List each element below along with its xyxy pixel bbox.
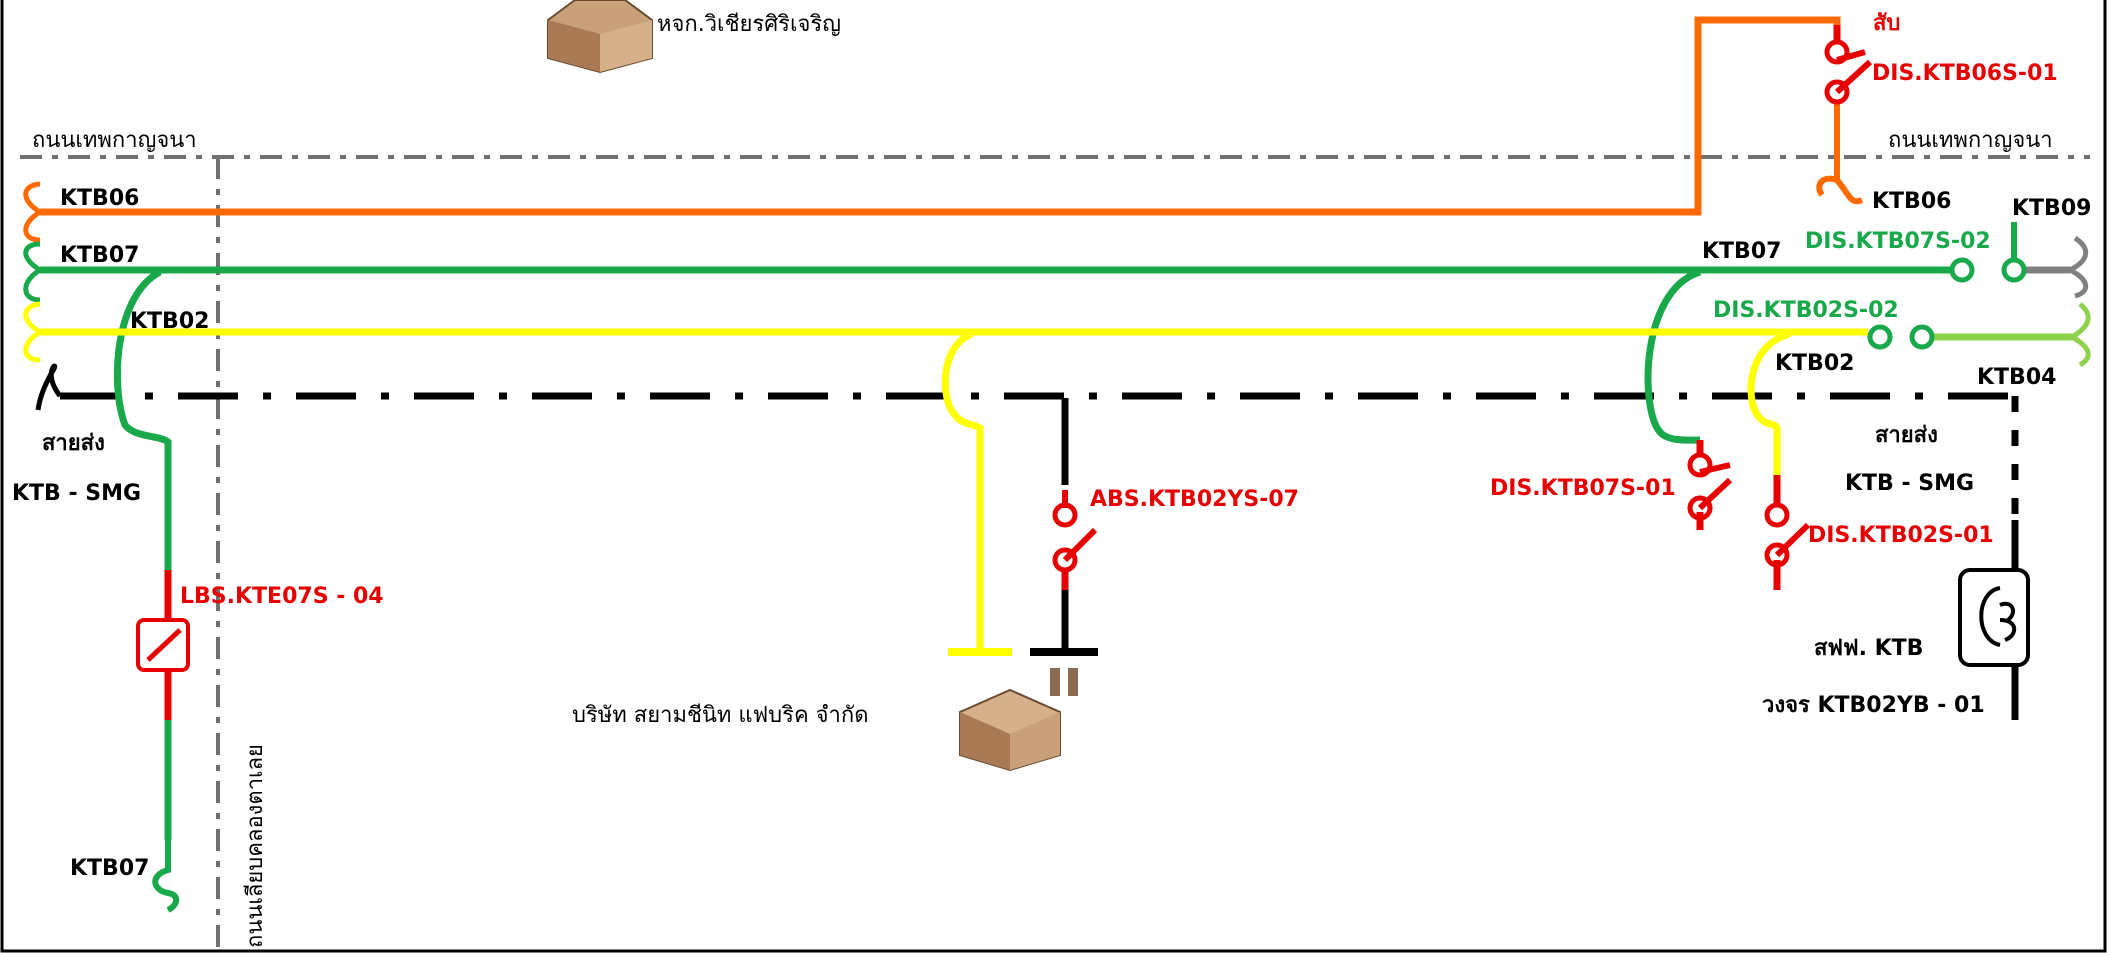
substation-symbol[interactable] bbox=[1958, 520, 2030, 720]
feeder-ktb07-bottom-end bbox=[152, 840, 180, 913]
feeder-ktb07-branch-left bbox=[113, 268, 172, 840]
switch-dis-ktb06s-01-label: DIS.KTB06S-01 bbox=[1872, 61, 2058, 86]
switch-dis-ktb02s-02-label: DIS.KTB02S-02 bbox=[1713, 298, 1899, 323]
transmission-label-right: สายส่ง bbox=[1875, 423, 1938, 448]
switch-dis-ktb07s-02[interactable] bbox=[1949, 257, 2027, 283]
switch-dis-ktb07s-01[interactable] bbox=[1687, 440, 1733, 530]
switch-dis-ktb07s-02-label: DIS.KTB07S-02 bbox=[1805, 229, 1991, 254]
transmission-label-left: สายส่ง bbox=[42, 431, 105, 456]
feeder-ktb04-label: KTB04 bbox=[1977, 365, 2056, 390]
feeder-ktb02-branch-right bbox=[1747, 330, 1792, 475]
place-dorm-label: หจก.วิเชียรศิริเจริญ bbox=[657, 12, 841, 37]
feeder-ktb07-label-bottom: KTB07 bbox=[70, 856, 149, 881]
substation-name: สฟฟ. KTB bbox=[1814, 636, 1923, 661]
transmission-line-left: KTB - SMG bbox=[12, 481, 141, 506]
feeder-ktb09-label: KTB09 bbox=[2012, 196, 2091, 221]
substation-circuit: วงจร KTB02YB - 01 bbox=[1762, 693, 1985, 718]
switch-abs-ktb02ys-07[interactable] bbox=[1030, 398, 1098, 656]
factory-icon bbox=[959, 668, 1078, 772]
feeder-ktb06-label-right: KTB06 bbox=[1872, 189, 1951, 214]
switch-dis-ktb06s-01[interactable] bbox=[1824, 25, 1873, 105]
switch-lbs-kte07s-04[interactable] bbox=[136, 570, 190, 720]
feeder-ktb06-right-stub bbox=[1816, 100, 1864, 205]
switch-dis-ktb07s-01-label: DIS.KTB07S-01 bbox=[1490, 476, 1676, 501]
feeder-ktb02-branch-factory bbox=[941, 330, 984, 652]
road-label-left: ถนนเทพกาญจนา bbox=[32, 128, 197, 153]
switch-lbs-kte07s-04-label: LBS.KTE07S - 04 bbox=[180, 584, 384, 609]
feeder-ktb02-label-right: KTB02 bbox=[1775, 351, 1854, 376]
switch-abs-ktb02ys-07-label: ABS.KTB02YS-07 bbox=[1090, 487, 1299, 512]
feeder-ktb06-label-left: KTB06 bbox=[60, 186, 139, 211]
switch-dis-ktb02s-01[interactable] bbox=[1764, 475, 1811, 590]
switch-dis-ktb02s-01-label: DIS.KTB02S-01 bbox=[1808, 523, 1994, 548]
transmission-left-end bbox=[35, 363, 63, 411]
transmission-line-right: KTB - SMG bbox=[1845, 471, 1974, 496]
place-factory-label: บริษัท สยามชีนิท แฟบริค จำกัด bbox=[572, 703, 869, 728]
switch-dis-ktb02s-02[interactable] bbox=[1867, 324, 1935, 350]
road-label-vertical: ถนนเลียบคลองตาเลย bbox=[243, 744, 268, 948]
feeder-ktb07-label-left: KTB07 bbox=[60, 243, 139, 268]
feeder-ktb06-left-end bbox=[23, 181, 42, 243]
feeder-ktb02-label-left: KTB02 bbox=[130, 309, 209, 334]
feeder-ktb07-label-right: KTB07 bbox=[1702, 239, 1781, 264]
feeder-ktb06-line bbox=[40, 16, 1841, 216]
feeder-ktb07-branch-right bbox=[1644, 268, 1702, 444]
feeder-ktb02-left-end bbox=[23, 301, 42, 363]
building-icon bbox=[547, 0, 653, 74]
feeder-ktb07-left-end bbox=[23, 241, 42, 303]
feeder-ktb04-end bbox=[2070, 302, 2091, 368]
feeder-ktb09-end bbox=[2068, 235, 2089, 299]
switch-sap-label: สับ bbox=[1873, 11, 1900, 36]
road-label-right: ถนนเทพกาญจนา bbox=[1888, 128, 2053, 153]
